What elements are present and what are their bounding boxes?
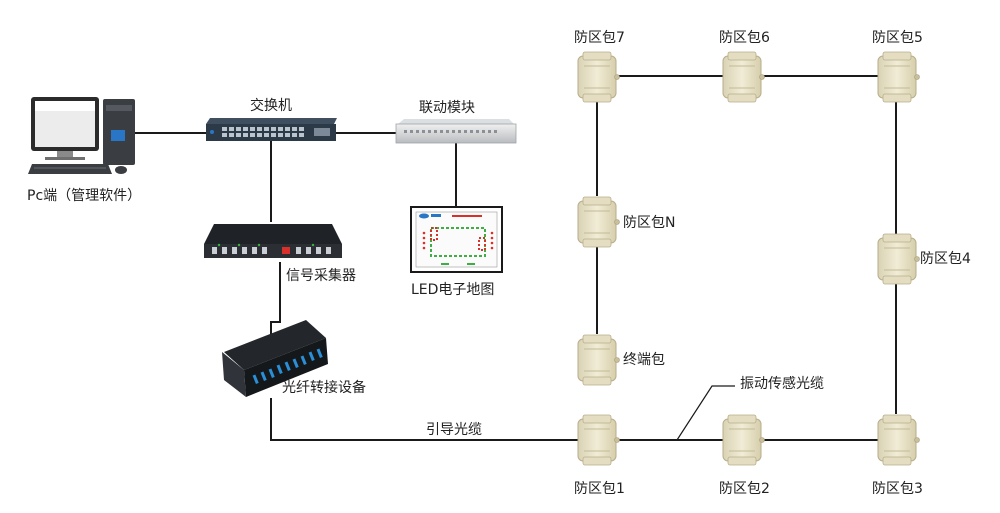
zone-3-label: 防区包3: [872, 481, 923, 497]
pc-label: Pc端（管理软件）: [27, 188, 142, 204]
zone-2-label: 防区包2: [719, 481, 770, 497]
zone-box-4-icon: [877, 233, 920, 285]
zone-box-6-icon: [722, 51, 765, 103]
led-map-icon: [410, 206, 503, 273]
lead-cable-line: [270, 398, 578, 441]
collector-transfer-line: [270, 262, 281, 334]
zone-1-label: 防区包1: [574, 481, 625, 497]
vibration-cable-label: 振动传感光缆: [740, 376, 824, 392]
zone-7-label: 防区包7: [574, 30, 625, 46]
pc-icon: [28, 97, 135, 174]
zone-6-label: 防区包6: [719, 30, 770, 46]
zone-box-5-icon: [877, 51, 920, 103]
terminal-box-icon: [577, 334, 620, 386]
signal-collector-icon: [204, 224, 342, 258]
vibration-cable-leader: [676, 385, 735, 441]
zone-box-1-icon: [577, 414, 620, 466]
connections: [135, 75, 897, 441]
zone-box-3-icon: [877, 414, 920, 466]
zone-box-n-icon: [577, 196, 620, 248]
zone-n-label: 防区包N: [623, 215, 676, 231]
linkage-module-icon: [395, 119, 517, 144]
zone-4-label: 防区包4: [920, 251, 971, 267]
linkage-label: 联动模块: [419, 100, 475, 116]
switch-icon: [206, 118, 337, 141]
zone-box-7-icon: [577, 51, 620, 103]
led-map-label: LED电子地图: [411, 282, 495, 298]
fiber-transfer-label: 光纤转接设备: [282, 380, 366, 396]
zone-5-label: 防区包5: [872, 30, 923, 46]
collector-label: 信号采集器: [286, 268, 356, 284]
terminal-label: 终端包: [623, 352, 665, 368]
switch-label: 交换机: [250, 98, 292, 114]
zone-box-2-icon: [722, 414, 765, 466]
fiber-transfer-icon: [222, 320, 328, 397]
lead-cable-label: 引导光缆: [426, 422, 482, 438]
